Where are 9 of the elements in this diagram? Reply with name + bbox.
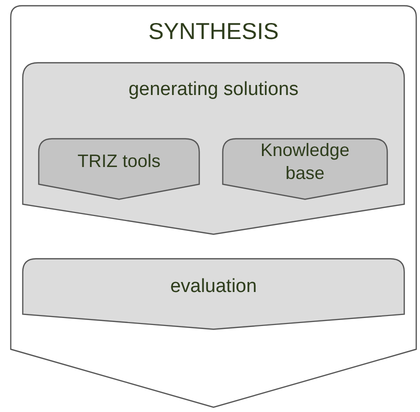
chevron-box	[22, 62, 405, 235]
chevron-box	[222, 138, 388, 200]
box-label: SYNTHESIS	[148, 17, 279, 46]
box-label: Knowledge base	[259, 139, 351, 184]
chevron-box	[38, 138, 200, 200]
box-label: generating solutions	[128, 78, 299, 102]
box-label: evaluation	[170, 274, 257, 298]
box-label: TRIZ tools	[77, 150, 160, 173]
chevron-box	[10, 5, 417, 408]
